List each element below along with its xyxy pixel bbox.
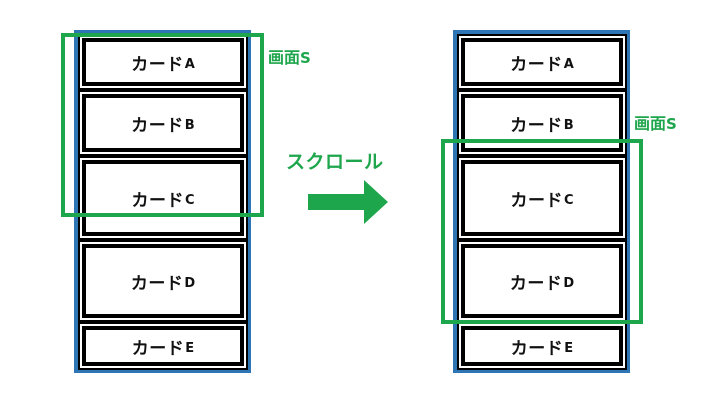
screen-label-after: 画面S [634, 110, 677, 134]
card-letter: B [184, 117, 195, 133]
screen-label-letter: S [666, 115, 677, 133]
card-letter: B [563, 117, 574, 133]
screen-label-text: 画面 [634, 114, 667, 133]
card-letter: C [184, 192, 195, 208]
card-label: カード [131, 338, 185, 359]
right-arrow-icon [308, 180, 388, 224]
card-letter: D [563, 275, 575, 291]
card-label: カード [131, 115, 184, 136]
content-frame-before [74, 30, 251, 373]
card-letter: E [564, 340, 574, 356]
screen-label-letter: S [300, 49, 311, 67]
card-letter: E [185, 340, 195, 356]
card-label: カード [131, 190, 184, 211]
screen-label-text: 画面 [268, 48, 301, 67]
card-letter: A [184, 56, 195, 72]
card-label: カード [509, 273, 563, 294]
card-letter: A [563, 56, 574, 72]
screen-label-before: 画面S [268, 44, 311, 68]
card-letter: D [184, 275, 196, 291]
screen-viewport-after [441, 139, 643, 324]
card-letter: C [563, 192, 574, 208]
card-label: カード [510, 190, 563, 211]
screen-viewport-before [61, 33, 264, 217]
card-label: カード [131, 54, 184, 75]
content-frame-after [453, 30, 630, 373]
card-label: カード [510, 54, 563, 75]
card-label: カード [130, 273, 184, 294]
card-label: カード [510, 115, 563, 136]
card-label: カード [510, 338, 564, 359]
arrow-shape [308, 180, 388, 224]
scroll-label: スクロール [286, 151, 384, 173]
